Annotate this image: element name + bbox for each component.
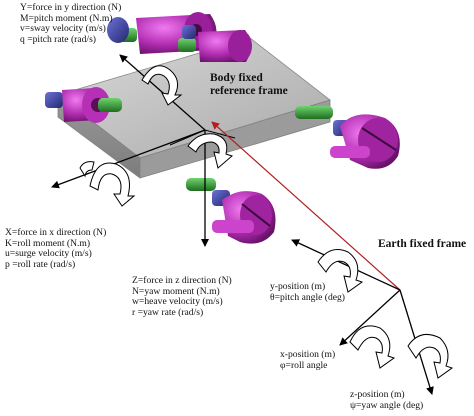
thruster-top-center <box>178 25 252 62</box>
body-y-axis-labels: Y=force in y direction (N) M=pitch momen… <box>20 2 122 45</box>
z-force-label: Z=force in z direction (N) <box>132 275 232 286</box>
body-origin-box <box>169 129 236 146</box>
yaw-moment-label: N=yaw moment (N.m) <box>132 285 220 297</box>
rov-plate-side <box>139 99 331 179</box>
z-position-label: z-position (m) <box>350 389 405 400</box>
thruster-front <box>186 178 276 244</box>
earth-pitch-rotation-icon <box>317 249 364 293</box>
roll-rotation-tail-icon <box>79 161 95 178</box>
body-x-axis-labels: X=force in x direction (N) K=roll moment… <box>5 227 107 270</box>
earth-to-body-link <box>211 121 401 291</box>
roll-angle-label: φ=roll angle <box>280 359 328 371</box>
earth-yaw-rotation-icon <box>407 333 454 379</box>
body-frame-title: Body fixed reference frame <box>210 72 288 98</box>
body-frame-title-line-2: reference frame <box>210 85 288 97</box>
roll-rate-label: p =roll rate (rad/s) <box>5 258 76 270</box>
earth-z-labels: z-position (m) ψ=yaw angle (deg) <box>350 389 424 411</box>
pitch-rate-label: q =pitch rate (rad/s) <box>20 33 97 45</box>
body-rotation-arrows <box>79 65 233 207</box>
earth-roll-rotation-icon <box>349 325 396 369</box>
yaw-rate-label: r =yaw rate (rad/s) <box>132 306 204 318</box>
thruster-left <box>45 87 122 123</box>
x-position-label: x-position (m) <box>280 349 336 360</box>
yaw-angle-label: ψ=yaw angle (deg) <box>350 399 424 411</box>
y-force-label: Y=force in y direction (N) <box>20 2 122 13</box>
earth-x-labels: x-position (m) φ=roll angle <box>280 349 336 371</box>
roll-rotation-icon <box>89 162 136 207</box>
body-frame-title-line-1: Body fixed <box>210 72 263 84</box>
sway-velocity-label: v=sway velocity (m/s) <box>20 23 106 35</box>
body-x-axis <box>51 129 206 189</box>
roll-moment-label: K=roll moment (N.m) <box>5 237 91 249</box>
y-position-label: y-position (m) <box>270 281 326 292</box>
body-axes <box>51 54 236 247</box>
body-y-axis <box>119 54 206 131</box>
heave-velocity-label: w=heave velocity (m/s) <box>132 296 223 308</box>
x-force-label: X=force in x direction (N) <box>5 227 107 238</box>
surge-velocity-label: u=surge velocity (m/s) <box>5 248 92 260</box>
pitch-moment-label: M=pitch moment (N.m) <box>20 12 113 24</box>
yaw-rotation-icon <box>187 133 233 169</box>
earth-x-axis <box>339 289 401 346</box>
earth-rotation-arrows <box>317 249 454 379</box>
pitch-rotation-icon <box>141 65 183 106</box>
pitch-angle-label: θ=pitch angle (deg) <box>270 291 346 303</box>
earth-y-labels: y-position (m) θ=pitch angle (deg) <box>270 281 346 303</box>
earth-y-axis <box>291 239 401 291</box>
earth-frame-title: Earth fixed frame <box>378 238 467 250</box>
thruster-right <box>295 106 400 169</box>
body-z-axis-labels: Z=force in z direction (N) N=yaw moment … <box>132 275 232 318</box>
